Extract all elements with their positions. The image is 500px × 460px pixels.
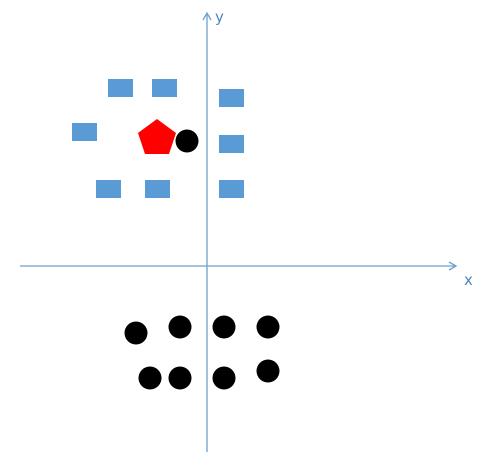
square-point [152,79,177,97]
pentagon-point [138,119,176,154]
y-axis-label: y [215,8,224,26]
circle-point [212,315,236,339]
y-axis-arrowhead [202,11,212,21]
square-points [72,79,244,198]
x-axis-arrowhead [448,261,458,271]
square-point [96,180,121,198]
circle-point [168,315,192,339]
square-point [219,89,244,107]
x-axis-label: x [464,271,473,289]
square-point [219,135,244,153]
circle-point [256,315,280,339]
circle-point [124,321,148,345]
circle-point [256,359,280,383]
circle-points [124,129,280,390]
square-point [145,180,170,198]
square-point [108,79,133,97]
circle-point [175,129,199,153]
square-point [72,123,97,141]
axes: x y [20,8,473,452]
circle-point [212,366,236,390]
square-point [219,180,244,198]
circle-point [168,366,192,390]
circle-point [138,366,162,390]
